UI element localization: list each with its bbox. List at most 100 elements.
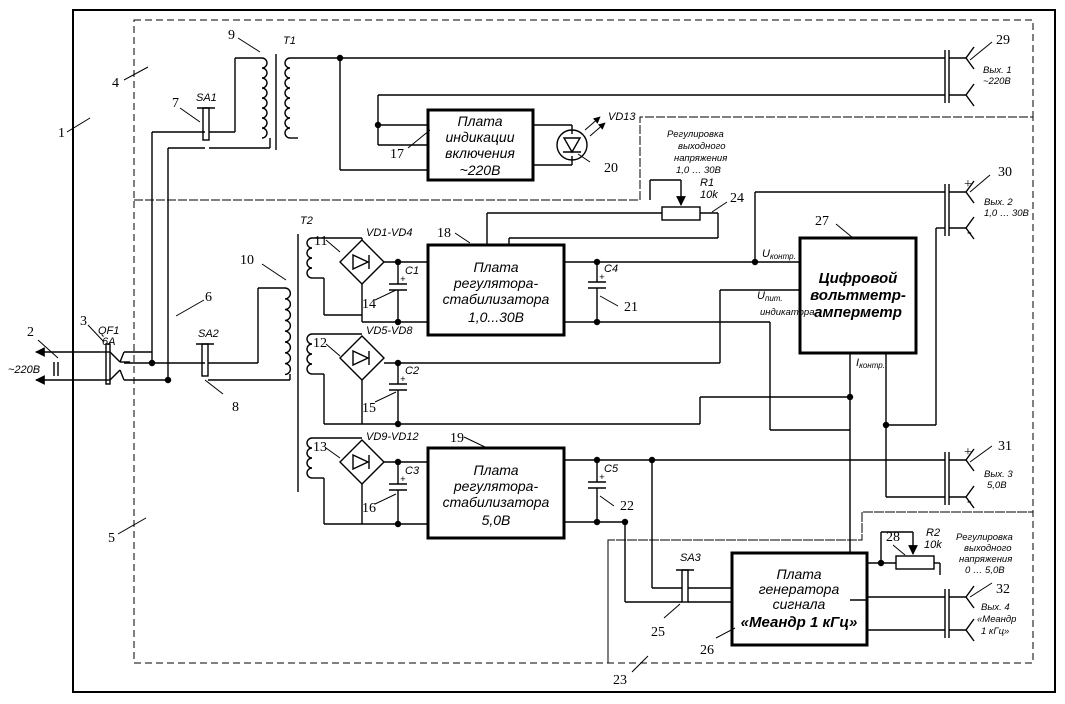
generator-board	[730, 551, 869, 647]
vd1-label: VD1-VD4	[366, 227, 412, 239]
input-voltage-label: ~220В	[8, 364, 40, 376]
c2-plus: +	[400, 374, 406, 385]
outer-frame	[72, 9, 1056, 693]
out1-line2: ~220В	[983, 76, 1011, 87]
meter-line1: Цифровой	[819, 270, 898, 287]
resistor-r2: R2 10k	[867, 527, 942, 575]
c2-label: C2	[405, 365, 419, 377]
vd13-label: VD13	[608, 111, 636, 123]
r1-label: R1	[700, 177, 714, 189]
output-1-connector: Вых. 1 ~220В	[944, 46, 1012, 107]
meter-block	[798, 236, 918, 355]
indication-board	[426, 108, 535, 182]
qf1-rating: 6A	[102, 336, 115, 348]
output-3-connector: + - Вых. 3 5,0В	[944, 445, 1013, 509]
callout-2: 2	[27, 325, 34, 340]
transformer-t1: T1	[261, 35, 296, 150]
reg2-line3: стабилизатора	[443, 494, 550, 510]
out4-line2: «Меандр	[977, 614, 1016, 625]
out3-plus: +	[964, 445, 972, 460]
out1-line1: Вых. 1	[983, 65, 1012, 76]
callout-31: 31	[998, 439, 1012, 454]
callout-23: 23	[613, 673, 627, 688]
r1-note-line4: 1,0 … 30В	[676, 165, 722, 176]
callout-6: 6	[205, 290, 212, 305]
callout-17: 17	[390, 147, 404, 162]
reg2-line1: Плата	[473, 462, 518, 478]
u-ind-sub2: индикатора	[760, 307, 814, 318]
t1-label: T1	[283, 35, 296, 47]
switch-sa1: SA1	[196, 92, 270, 149]
callout-9: 9	[228, 28, 235, 43]
r2-note-line4: 0 … 5,0В	[965, 565, 1005, 576]
callout-7: 7	[172, 96, 179, 111]
gen-line3: сигнала	[773, 596, 826, 612]
callout-28: 28	[886, 530, 900, 545]
gen-line1: Плата	[776, 566, 821, 582]
callout-15: 15	[362, 401, 376, 416]
r1-note-line2: выходного	[678, 141, 726, 152]
r2-value: 10k	[924, 539, 942, 551]
indication-board-line2: индикации	[446, 129, 515, 145]
c4-plus: +	[599, 272, 605, 283]
callout-24: 24	[730, 191, 744, 206]
callout-22: 22	[620, 499, 634, 514]
r2-label: R2	[926, 527, 940, 539]
c1-plus: +	[400, 274, 406, 285]
callout-27: 27	[815, 214, 829, 229]
vd9-label: VD9-VD12	[366, 431, 419, 443]
switch-sa2: SA2	[196, 328, 290, 381]
out3-line2: 5,0В	[987, 480, 1007, 491]
callout-30: 30	[998, 165, 1012, 180]
callout-13: 13	[313, 440, 327, 455]
led-vd13: VD13	[533, 111, 636, 166]
output-4-connector: Вых. 4 «Меандр 1 кГц»	[944, 585, 1016, 642]
capacitor-c3: C3 +	[389, 462, 420, 524]
callout-10: 10	[240, 253, 254, 268]
rectifier-vd9-vd12: VD9-VD12	[312, 431, 428, 525]
out4-line3: 1 кГц»	[981, 626, 1009, 637]
gen-line4: «Меандр 1 кГц»	[741, 614, 858, 631]
reg2-line4: 5,0В	[482, 512, 511, 528]
switch-sa3: SA3	[676, 552, 732, 603]
out2-plus: +	[964, 177, 972, 192]
indication-board-line3: включения	[445, 145, 515, 161]
c1-label: C1	[405, 265, 419, 277]
callout-16: 16	[362, 501, 376, 516]
c4-label: C4	[604, 263, 618, 275]
out3-minus: -	[967, 494, 972, 509]
r1-note-line3: напряжения	[674, 153, 727, 164]
rectifier-vd5-vd8: VD5-VD8	[312, 325, 720, 425]
c5-plus: +	[599, 472, 605, 483]
zone-5-low-voltage	[133, 116, 1034, 664]
capacitor-c5: C5 +	[588, 460, 619, 522]
c3-label: C3	[405, 465, 420, 477]
r2-note-line2: выходного	[964, 543, 1012, 554]
reg1-line3: стабилизатора	[443, 291, 550, 307]
callout-5: 5	[108, 531, 115, 546]
r1-note-line1: Регулировка	[667, 129, 724, 140]
gen-line2: генератора	[759, 581, 840, 597]
callout-14: 14	[362, 297, 376, 312]
r2-note-line3: напряжения	[959, 554, 1012, 565]
capacitor-c4: C4 +	[588, 262, 618, 322]
c5-label: C5	[604, 463, 619, 475]
indication-board-line1: Плата	[457, 113, 502, 129]
sa2-label: SA2	[198, 328, 219, 340]
out2-minus: -	[967, 225, 972, 240]
reg1-line2: регулятора-	[453, 275, 539, 291]
rectifier-vd1-vd4: VD1-VD4	[312, 227, 428, 316]
meter-line3: амперметр	[814, 304, 902, 321]
callout-4: 4	[112, 76, 119, 91]
r1-value: 10k	[700, 189, 718, 201]
u-ctrl-label: Uконтр.	[762, 248, 796, 261]
callout-20: 20	[604, 161, 618, 176]
reg1-line4: 1,0...30В	[468, 309, 524, 325]
callout-3: 3	[80, 314, 87, 329]
transformer-t2: T2	[284, 215, 313, 492]
callout-11: 11	[314, 234, 327, 249]
callout-8: 8	[232, 400, 239, 415]
callouts: 1 2 3 4 5 6 7 8 9 10 11 12 13 14 15 16 1…	[27, 28, 1012, 688]
c3-plus: +	[400, 474, 406, 485]
